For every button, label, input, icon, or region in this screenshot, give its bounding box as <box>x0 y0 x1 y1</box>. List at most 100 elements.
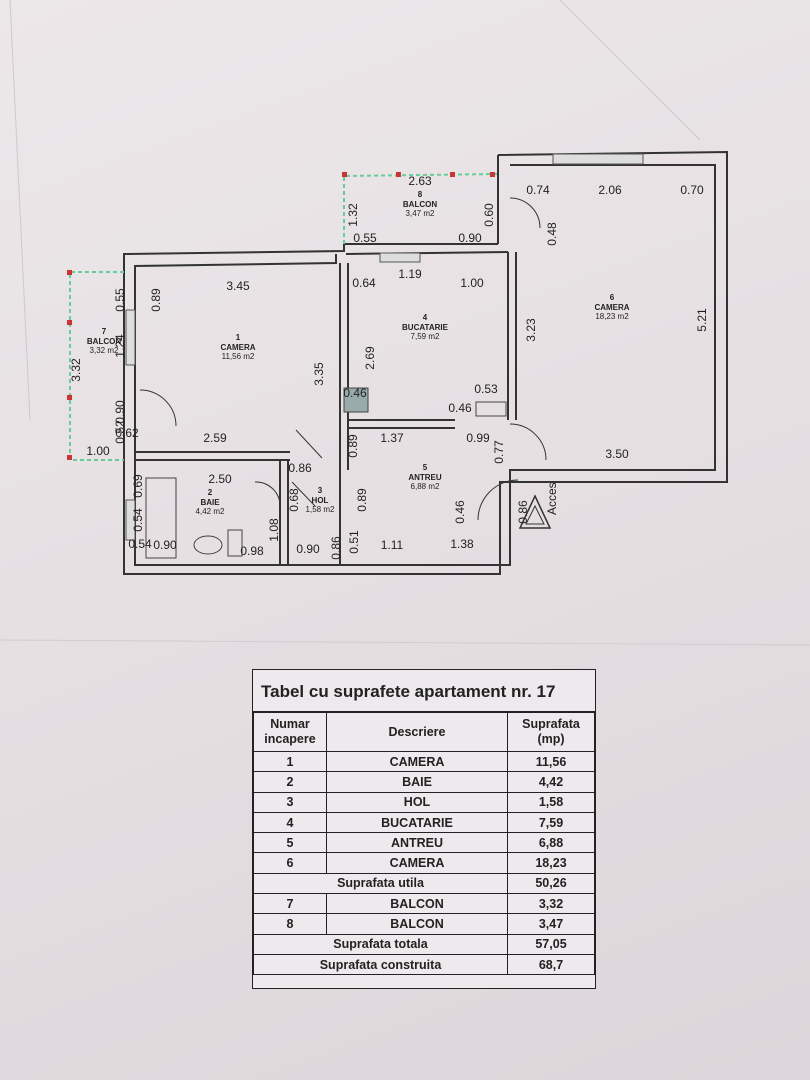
description-cell: BALCON <box>326 913 508 935</box>
dimension-label: 0.51 <box>347 530 361 554</box>
table-title: Tabel cu suprafete apartament nr. 17 <box>253 670 595 712</box>
room-number-cell: 5 <box>253 832 327 854</box>
room-area: 18,23 m2 <box>595 312 629 321</box>
area-cell: 11,56 <box>507 750 595 773</box>
balcony-outlines <box>69 173 499 461</box>
summary-value: 57,05 <box>507 933 595 955</box>
room-name: 5 <box>423 463 428 472</box>
room-area: 7,59 m2 <box>411 332 440 341</box>
area-cell: 7,59 <box>507 811 595 834</box>
room-name: 8 <box>418 190 423 199</box>
header-area: Suprafata (mp) <box>507 712 595 752</box>
room-name: 7 <box>102 327 107 336</box>
dimension-label: 0.69 <box>131 474 145 498</box>
dimension-label: 0.86 <box>329 536 343 560</box>
room-name: CAMERA <box>594 303 629 312</box>
area-table-grid: Numar incapere Descriere Suprafata (mp) … <box>253 712 595 976</box>
fixtures <box>145 387 507 559</box>
dimension-label: 0.90 <box>458 231 482 245</box>
room-name: 6 <box>610 293 615 302</box>
dimension-label: 0.86 <box>516 500 530 524</box>
room-number-cell: 7 <box>253 893 327 915</box>
dimension-label: 0.54 <box>131 508 145 532</box>
room-number-cell: 4 <box>253 811 327 834</box>
room-name: 2 <box>208 488 213 497</box>
room-number-cell: 2 <box>253 771 327 793</box>
access-label: Acces <box>545 482 559 515</box>
description-cell: BAIE <box>326 771 508 793</box>
windows <box>125 153 644 541</box>
dimension-label: 1.11 <box>381 538 404 552</box>
dimension-label: 1.19 <box>398 267 422 281</box>
room-name: BAIE <box>200 498 220 507</box>
area-cell: 3,47 <box>507 913 595 935</box>
room-name: ANTREU <box>408 473 442 482</box>
dimension-label: 0.46 <box>448 401 472 415</box>
room-area: 3,47 m2 <box>406 209 435 218</box>
dimension-label: 0.89 <box>346 434 360 458</box>
description-cell: BALCON <box>326 893 508 915</box>
dimension-label: 0.86 <box>288 461 312 475</box>
room-name: HOL <box>312 496 329 505</box>
dimension-label: 3.35 <box>312 362 326 386</box>
room-name: 3 <box>318 486 323 495</box>
area-table: Tabel cu suprafete apartament nr. 17 Num… <box>252 669 596 989</box>
dimension-label: 0.46 <box>453 500 467 524</box>
summary-label: Suprafata construita <box>253 953 508 976</box>
description-cell: CAMERA <box>326 750 508 773</box>
dimension-label: 2.06 <box>598 183 622 197</box>
room-area: 4,42 m2 <box>196 507 225 516</box>
dimension-label: 0.77 <box>492 440 506 464</box>
summary-label: Suprafata utila <box>253 872 508 895</box>
summary-label: Suprafata totala <box>253 933 508 955</box>
dimension-label: 0.70 <box>680 183 704 197</box>
dimension-label: 0.89 <box>355 488 369 512</box>
dimension-label: 1.08 <box>267 518 281 542</box>
description-cell: CAMERA <box>326 852 508 874</box>
dimension-label: 0.74 <box>526 183 550 197</box>
header-room-number: Numar incapere <box>253 712 327 752</box>
room-name: CAMERA <box>220 343 255 352</box>
room-number-cell: 1 <box>253 750 327 773</box>
dimension-label: 2.59 <box>203 431 227 445</box>
summary-value: 50,26 <box>507 872 595 895</box>
dimension-label: 0.55 <box>353 231 377 245</box>
room-name: 1 <box>236 333 241 342</box>
dimension-label: 2.69 <box>363 346 377 370</box>
dimension-label: 0.98 <box>240 544 264 558</box>
dimension-label: 0.90 <box>296 542 320 556</box>
dimension-label: 0.53 <box>474 382 498 396</box>
dimension-label: 3.32 <box>69 358 83 382</box>
room-name: BUCATARIE <box>402 323 449 332</box>
dimension-label: 2.50 <box>208 472 232 486</box>
area-cell: 6,88 <box>507 832 595 854</box>
room-area: 11,56 m2 <box>222 352 255 361</box>
outer-walls <box>123 150 728 575</box>
dimension-label: 1.37 <box>380 431 404 445</box>
header-description: Descriere <box>326 712 508 752</box>
room-name: BALCON <box>87 337 121 346</box>
dimension-label: 0.64 <box>352 276 376 290</box>
description-cell: HOL <box>326 791 508 813</box>
area-cell: 18,23 <box>507 852 595 874</box>
